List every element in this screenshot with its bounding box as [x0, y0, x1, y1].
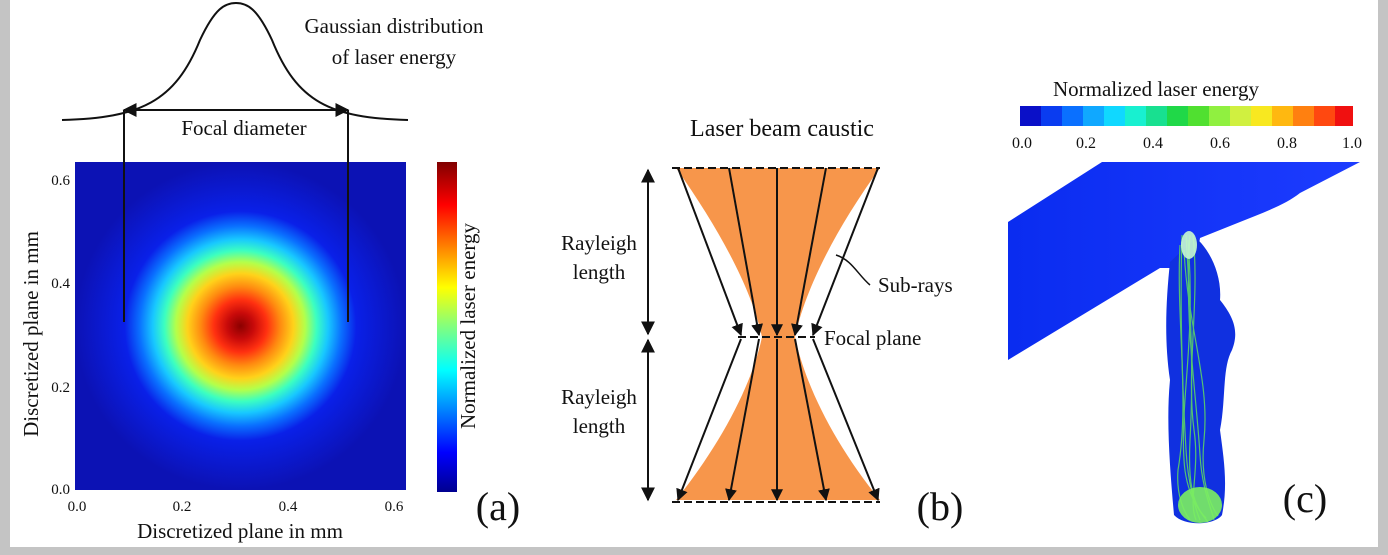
- colorbar-c-band: [1083, 106, 1104, 126]
- y-tick-1: 0.2: [51, 380, 70, 396]
- colorbar-c-band: [1104, 106, 1125, 126]
- colorbar-c-tick-0: 0.0: [1012, 135, 1032, 152]
- colorbar-c-band: [1062, 106, 1083, 126]
- colorbar-c-tick-4: 0.8: [1277, 135, 1297, 152]
- sub-ray: [677, 167, 743, 337]
- colorbar-c-band: [1314, 106, 1335, 126]
- sub-ray: [676, 338, 742, 502]
- sub-ray: [811, 167, 879, 337]
- colorbar-c-tick-1: 0.2: [1076, 135, 1096, 152]
- caustic-title: Laser beam caustic: [690, 116, 874, 142]
- y-tick-0: 0.0: [51, 482, 70, 498]
- sub-ray: [812, 338, 880, 502]
- colorbar-c-band: [1146, 106, 1167, 126]
- colorbar-c-band: [1272, 106, 1293, 126]
- colorbar-c-band: [1020, 106, 1041, 126]
- sub-ray: [791, 167, 827, 337]
- y-tick-2: 0.4: [51, 276, 70, 292]
- rayleigh-lower-label-line2: length: [573, 414, 626, 438]
- sub-ray: [728, 167, 763, 337]
- colorbar-c-band: [1251, 106, 1272, 126]
- left-border: [0, 0, 10, 555]
- colorbar-c-band: [1041, 106, 1062, 126]
- colorbar-c-band: [1230, 106, 1251, 126]
- x-axis-label: Discretized plane in mm: [137, 519, 343, 543]
- colorbar-c-band: [1188, 106, 1209, 126]
- x-tick-2: 0.4: [279, 499, 298, 515]
- sub-ray: [725, 338, 760, 502]
- gaussian-label-line1: Gaussian distribution: [304, 14, 484, 38]
- right-border: [1378, 0, 1388, 555]
- colorbar-c-band: [1167, 106, 1188, 126]
- keyhole-bottom-glow: [1178, 487, 1222, 523]
- beam-entry-glow: [1181, 231, 1197, 259]
- colorbar-c-band: [1335, 106, 1353, 126]
- sub-rays-leader: [835, 254, 871, 286]
- colorbar-c-band: [1125, 106, 1146, 126]
- colorbar-a-label: Normalized laser energy: [456, 222, 480, 429]
- colorbar-a: [437, 162, 457, 492]
- keyhole-column: [1166, 238, 1236, 524]
- y-axis-label: Discretized plane in mm: [19, 231, 43, 437]
- rayleigh-lower-label-line1: Rayleigh: [561, 385, 637, 409]
- gaussian-label-line2: of laser energy: [332, 45, 457, 69]
- colorbar-c-tick-3: 0.6: [1210, 135, 1230, 152]
- colorbar-c-band: [1293, 106, 1314, 126]
- x-tick-0: 0.0: [68, 499, 87, 515]
- rayleigh-upper-label-line1: Rayleigh: [561, 231, 637, 255]
- rayleigh-upper-label-line2: length: [573, 260, 626, 284]
- colorbar-c-band: [1209, 106, 1230, 126]
- energy-heatmap: [75, 162, 406, 490]
- x-tick-3: 0.6: [385, 499, 404, 515]
- panel-c: Normalized laser energy 0.0 0.: [1008, 77, 1362, 524]
- colorbar-c-tick-5: 1.0: [1342, 135, 1362, 152]
- panel-c-letter: (c): [1283, 476, 1327, 521]
- bottom-border: [0, 547, 1388, 555]
- colorbar-c-tick-2: 0.4: [1143, 135, 1163, 152]
- colorbar-c: [1020, 106, 1353, 126]
- sub-ray: [794, 338, 830, 502]
- colorbar-c-title: Normalized laser energy: [1053, 77, 1260, 101]
- focal-diameter-label: Focal diameter: [181, 116, 306, 140]
- panel-a: Gaussian distribution of laser energy Fo…: [19, 1, 520, 543]
- panel-b-letter: (b): [917, 484, 964, 529]
- y-tick-3: 0.6: [51, 173, 70, 189]
- focal-plane-label: Focal plane: [824, 326, 921, 350]
- panel-b: Laser beam caustic Rayleigh length Rayle…: [561, 116, 963, 529]
- x-tick-1: 0.2: [173, 499, 192, 515]
- sub-rays-label: Sub-rays: [878, 273, 953, 297]
- panel-a-letter: (a): [476, 484, 520, 529]
- gaussian-curve: [61, 1, 409, 121]
